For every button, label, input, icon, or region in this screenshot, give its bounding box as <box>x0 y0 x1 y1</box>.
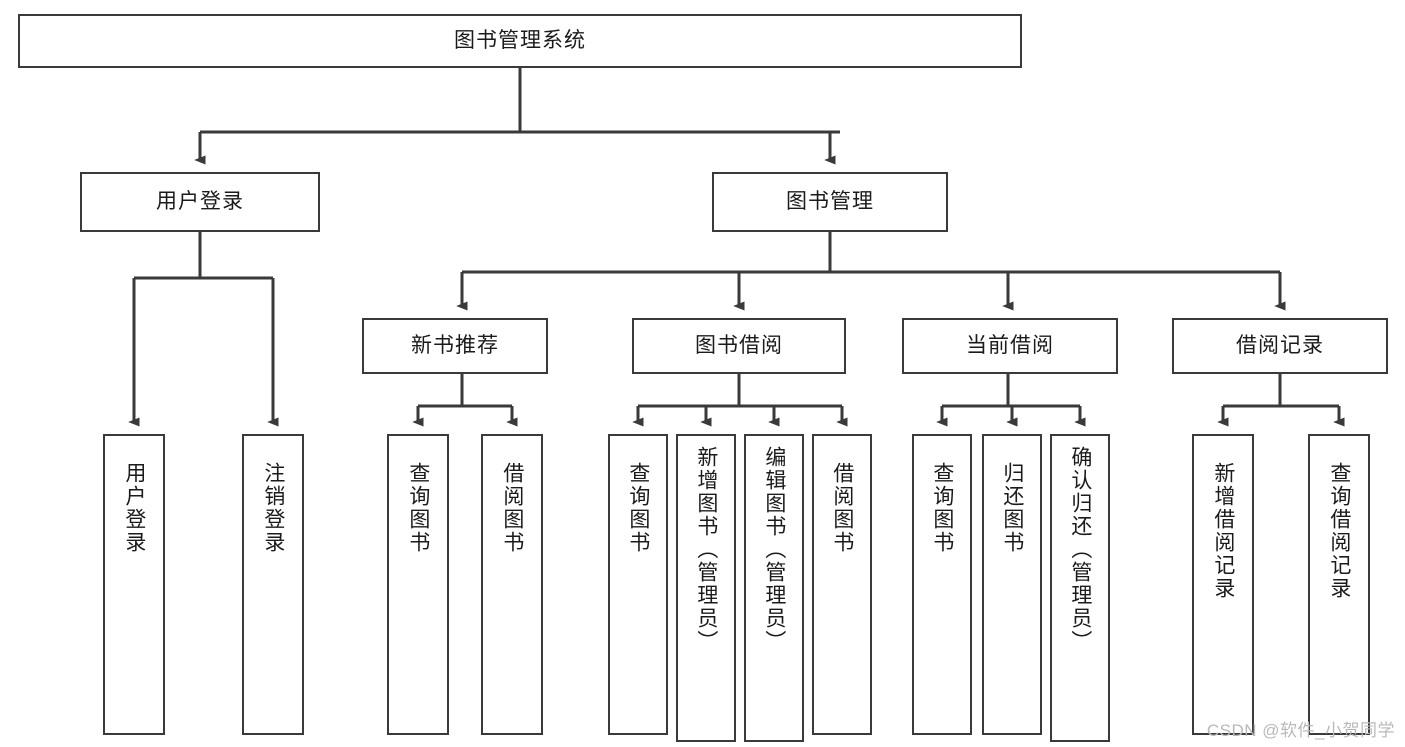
node-leaf-confirm-return-label: 确认归还（管理员） <box>1068 446 1092 653</box>
node-leaf-return-book[interactable]: 归还图书 <box>982 434 1042 735</box>
node-new-book-rec[interactable]: 新书推荐 <box>362 318 548 374</box>
edge-group-book-borrow <box>632 374 848 427</box>
edge-group-borrow-record <box>1217 374 1345 427</box>
node-root[interactable]: 图书管理系统 <box>18 14 1022 68</box>
node-borrow-record-label: 借阅记录 <box>1236 334 1324 358</box>
node-current-borrow[interactable]: 当前借阅 <box>902 318 1118 374</box>
node-leaf-confirm-return[interactable]: 确认归还（管理员） <box>1050 434 1110 742</box>
node-book-borrow[interactable]: 图书借阅 <box>632 318 846 374</box>
edge-group-current-borrow <box>936 374 1086 427</box>
node-leaf-edit-book[interactable]: 编辑图书（管理员） <box>744 434 804 742</box>
node-leaf-query-book-bw-label: 查询图书 <box>626 462 650 554</box>
node-leaf-query-record-label: 查询借阅记录 <box>1327 462 1351 600</box>
node-leaf-edit-book-label: 编辑图书（管理员） <box>762 446 786 653</box>
node-book-manage-label: 图书管理 <box>786 190 874 214</box>
node-leaf-query-book-rec-label: 查询图书 <box>406 462 430 554</box>
node-leaf-user-login[interactable]: 用户登录 <box>103 434 165 735</box>
node-root-label: 图书管理系统 <box>454 29 586 53</box>
node-leaf-borrow-book-bw[interactable]: 借阅图书 <box>812 434 872 735</box>
node-leaf-add-book[interactable]: 新增图书（管理员） <box>676 434 736 742</box>
node-leaf-query-book-cb-label: 查询图书 <box>930 462 954 554</box>
node-leaf-return-book-label: 归还图书 <box>1000 462 1024 554</box>
node-leaf-user-logout-label: 注销登录 <box>261 462 285 554</box>
node-leaf-query-book-bw[interactable]: 查询图书 <box>608 434 668 735</box>
edge-group-new-book-rec <box>412 374 518 427</box>
csdn-watermark: CSDN @软件_小贺同学 <box>1206 721 1395 740</box>
node-borrow-record[interactable]: 借阅记录 <box>1172 318 1388 374</box>
node-leaf-user-logout[interactable]: 注销登录 <box>242 434 304 735</box>
node-new-book-rec-label: 新书推荐 <box>411 334 499 358</box>
node-user-login[interactable]: 用户登录 <box>80 172 320 232</box>
node-book-manage[interactable]: 图书管理 <box>712 172 948 232</box>
node-leaf-add-record-label: 新增借阅记录 <box>1211 462 1235 600</box>
node-current-borrow-label: 当前借阅 <box>966 334 1054 358</box>
node-leaf-query-record[interactable]: 查询借阅记录 <box>1308 434 1370 735</box>
node-leaf-add-book-label: 新增图书（管理员） <box>694 446 718 653</box>
node-leaf-borrow-book-bw-label: 借阅图书 <box>830 462 854 554</box>
node-leaf-borrow-book-rec-label: 借阅图书 <box>500 462 524 554</box>
edge-group-book-manage <box>456 232 1286 311</box>
node-leaf-borrow-book-rec[interactable]: 借阅图书 <box>481 434 543 735</box>
node-book-borrow-label: 图书借阅 <box>695 334 783 358</box>
node-leaf-query-book-rec[interactable]: 查询图书 <box>387 434 449 735</box>
node-leaf-add-record[interactable]: 新增借阅记录 <box>1192 434 1254 735</box>
edge-group-root <box>194 68 840 165</box>
edge-group-user-login <box>128 232 279 427</box>
node-leaf-query-book-cb[interactable]: 查询图书 <box>912 434 972 735</box>
node-user-login-label: 用户登录 <box>156 190 244 214</box>
node-leaf-user-login-label: 用户登录 <box>122 462 146 554</box>
